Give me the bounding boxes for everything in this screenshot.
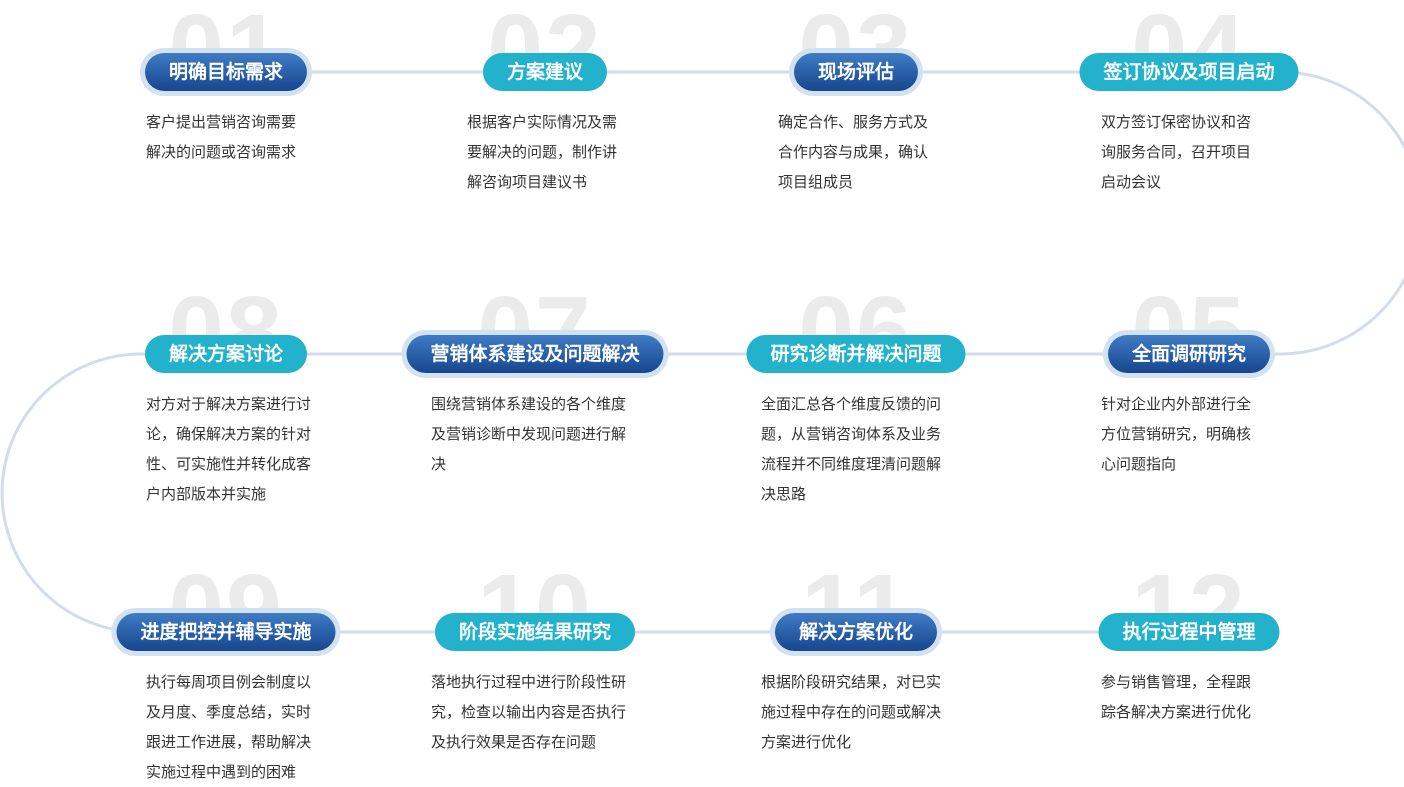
description-line: 针对企业内外部进行全 bbox=[1101, 395, 1252, 413]
description-line: 启动会议 bbox=[1101, 173, 1162, 191]
description-line: 心问题指向 bbox=[1101, 455, 1177, 473]
description-line: 性、可实施性并转化成客 bbox=[146, 455, 312, 473]
step-description: 双方签订保密协议和咨 询服务合同，召开项目 启动会议 bbox=[1101, 107, 1251, 197]
description-line: 解决的问题或咨询需求 bbox=[146, 143, 297, 161]
description-line: 客户提出营销咨询需要 bbox=[146, 113, 297, 131]
step-01: 01 明确目标需求 客户提出营销咨询需要 解决的问题或咨询需求 bbox=[136, 0, 316, 200]
step-08: 08 解决方案讨论 对方对于解决方案进行讨 论，确保解决方案的针对 性、可实施性… bbox=[136, 282, 316, 503]
step-description: 客户提出营销咨询需要 解决的问题或咨询需求 bbox=[146, 107, 296, 167]
description-line: 跟进工作进展，帮助解决 bbox=[146, 733, 312, 751]
step-description: 执行每周项目例会制度以 及月度、季度总结，实时 跟进工作进展，帮助解决 实施过程… bbox=[146, 667, 311, 787]
step-title: 全面调研研究 bbox=[1107, 335, 1271, 373]
step-description: 根据客户实际情况及需 要解决的问题，制作讲 解咨询项目建议书 bbox=[467, 107, 617, 197]
description-line: 流程并不同维度理清问题解 bbox=[761, 455, 942, 473]
description-line: 要解决的问题，制作讲 bbox=[467, 143, 618, 161]
description-line: 对方对于解决方案进行讨 bbox=[146, 395, 312, 413]
description-line: 题，从营销咨询体系及业务 bbox=[761, 425, 942, 443]
step-09: 09 进度把控并辅导实施 执行每周项目例会制度以 及月度、季度总结，实时 跟进工… bbox=[116, 560, 336, 787]
step-07: 07 营销体系建设及问题解决 围绕营销体系建设的各个维度 及营销诊断中发现问题进… bbox=[406, 282, 664, 482]
description-line: 及执行效果是否存在问题 bbox=[431, 733, 597, 751]
step-title: 签订协议及项目启动 bbox=[1079, 53, 1299, 91]
description-line: 决 bbox=[431, 455, 447, 473]
step-02: 02 方案建议 根据客户实际情况及需 要解决的问题，制作讲 解咨询项目建议书 bbox=[455, 0, 635, 200]
description-line: 全面汇总各个维度反馈的问 bbox=[761, 395, 942, 413]
step-title: 解决方案讨论 bbox=[144, 335, 308, 373]
step-title: 进度把控并辅导实施 bbox=[116, 613, 336, 651]
step-title: 阶段实施结果研究 bbox=[434, 613, 636, 651]
connector-curve-right bbox=[1189, 70, 1404, 356]
step-12: 12 执行过程中管理 参与销售管理，全程跟 踪各解决方案进行优化 bbox=[1098, 560, 1280, 760]
step-description: 根据阶段研究结果，对已实 施过程中存在的问题或解决 方案进行优化 bbox=[761, 667, 941, 757]
step-title: 方案建议 bbox=[482, 53, 608, 91]
description-line: 户内部版本并实施 bbox=[146, 485, 267, 503]
description-line: 踪各解决方案进行优化 bbox=[1101, 703, 1252, 721]
description-line: 项目组成员 bbox=[778, 173, 854, 191]
description-line: 论，确保解决方案的针对 bbox=[146, 425, 312, 443]
step-description: 围绕营销体系建设的各个维度 及营销诊断中发现问题进行解 决 bbox=[431, 389, 626, 479]
step-description: 确定合作、服务方式及 合作内容与成果，确认 项目组成员 bbox=[778, 107, 928, 197]
step-title: 研究诊断并解决问题 bbox=[746, 335, 966, 373]
description-line: 确定合作、服务方式及 bbox=[778, 113, 929, 131]
step-10: 10 阶段实施结果研究 落地执行过程中进行阶段性研 究，检查以输出内容是否执行 … bbox=[431, 560, 636, 760]
description-line: 合作内容与成果，确认 bbox=[778, 143, 929, 161]
description-line: 决思路 bbox=[761, 485, 807, 503]
description-line: 解咨询项目建议书 bbox=[467, 173, 588, 191]
step-description: 落地执行过程中进行阶段性研 究，检查以输出内容是否执行 及执行效果是否存在问题 bbox=[431, 667, 626, 757]
step-title: 营销体系建设及问题解决 bbox=[406, 335, 664, 373]
description-line: 围绕营销体系建设的各个维度 bbox=[431, 395, 627, 413]
description-line: 方位营销研究，明确核 bbox=[1101, 425, 1252, 443]
description-line: 及月度、季度总结，实时 bbox=[146, 703, 312, 721]
description-line: 施过程中存在的问题或解决 bbox=[761, 703, 942, 721]
description-line: 实施过程中遇到的困难 bbox=[146, 763, 297, 781]
step-06: 06 研究诊断并解决问题 全面汇总各个维度反馈的问 题，从营销咨询体系及业务 流… bbox=[746, 282, 966, 503]
description-line: 方案进行优化 bbox=[761, 733, 852, 751]
step-description: 参与销售管理，全程跟 踪各解决方案进行优化 bbox=[1101, 667, 1251, 727]
step-title: 明确目标需求 bbox=[144, 53, 308, 91]
step-11: 11 解决方案优化 根据阶段研究结果，对已实 施过程中存在的问题或解决 方案进行… bbox=[761, 560, 946, 760]
description-line: 执行每周项目例会制度以 bbox=[146, 673, 312, 691]
step-04: 04 签订协议及项目启动 双方签订保密协议和咨 询服务合同，召开项目 启动会议 bbox=[1079, 0, 1299, 200]
connector-curve-left bbox=[0, 352, 226, 634]
description-line: 参与销售管理，全程跟 bbox=[1101, 673, 1252, 691]
description-line: 根据阶段研究结果，对已实 bbox=[761, 673, 942, 691]
step-description: 针对企业内外部进行全 方位营销研究，明确核 心问题指向 bbox=[1101, 389, 1251, 479]
step-title: 现场评估 bbox=[793, 53, 919, 91]
step-title: 解决方案优化 bbox=[774, 613, 938, 651]
description-line: 究，检查以输出内容是否执行 bbox=[431, 703, 627, 721]
description-line: 落地执行过程中进行阶段性研 bbox=[431, 673, 627, 691]
step-title: 执行过程中管理 bbox=[1098, 613, 1280, 651]
description-line: 及营销诊断中发现问题进行解 bbox=[431, 425, 627, 443]
description-line: 双方签订保密协议和咨 bbox=[1101, 113, 1252, 131]
step-03: 03 现场评估 确定合作、服务方式及 合作内容与成果，确认 项目组成员 bbox=[766, 0, 946, 200]
description-line: 根据客户实际情况及需 bbox=[467, 113, 618, 131]
step-description: 全面汇总各个维度反馈的问 题，从营销咨询体系及业务 流程并不同维度理清问题解 决… bbox=[761, 389, 941, 509]
description-line: 询服务合同，召开项目 bbox=[1101, 143, 1252, 161]
step-05: 05 全面调研研究 针对企业内外部进行全 方位营销研究，明确核 心问题指向 bbox=[1099, 282, 1279, 482]
step-description: 对方对于解决方案进行讨 论，确保解决方案的针对 性、可实施性并转化成客 户内部版… bbox=[146, 389, 311, 509]
